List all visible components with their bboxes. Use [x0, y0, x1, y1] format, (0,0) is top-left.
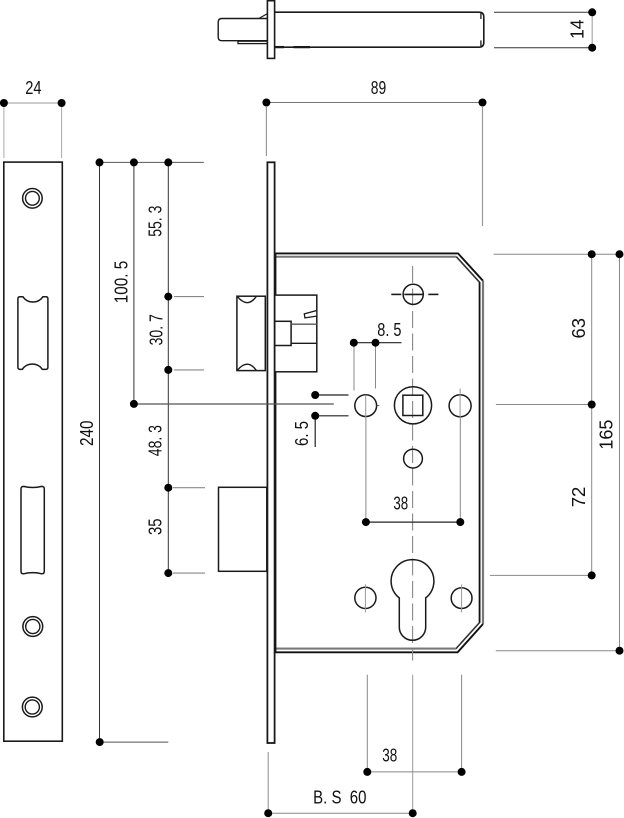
svg-text:55. 3: 55. 3: [146, 206, 166, 237]
svg-text:165: 165: [597, 420, 617, 450]
svg-text:24: 24: [25, 78, 41, 98]
svg-text:B. S 60: B. S 60: [313, 788, 366, 808]
svg-text:63: 63: [569, 318, 589, 339]
svg-text:38: 38: [382, 746, 397, 766]
svg-text:72: 72: [569, 487, 589, 508]
svg-text:38: 38: [393, 493, 408, 513]
svg-text:48. 3: 48. 3: [146, 425, 166, 456]
svg-text:6. 5: 6. 5: [292, 421, 312, 446]
svg-text:14: 14: [568, 20, 588, 40]
svg-text:89: 89: [371, 78, 386, 98]
svg-text:8. 5: 8. 5: [377, 320, 401, 340]
svg-text:30. 7: 30. 7: [146, 314, 166, 345]
svg-text:35: 35: [146, 518, 166, 535]
svg-text:240: 240: [77, 420, 97, 446]
svg-text:100. 5: 100. 5: [111, 261, 131, 304]
